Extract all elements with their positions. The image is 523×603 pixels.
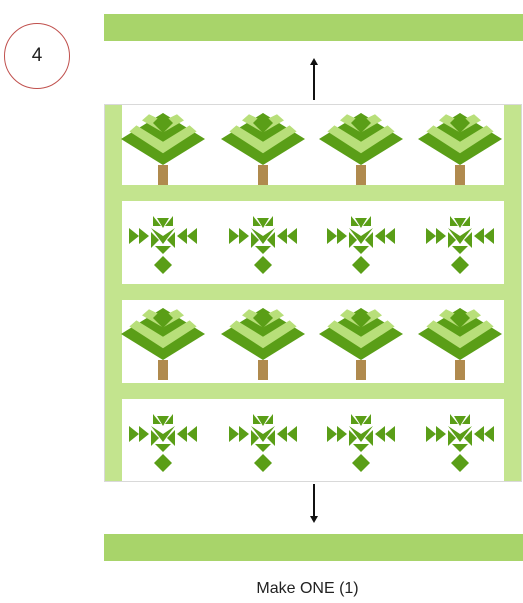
petal xyxy=(426,426,436,442)
petal xyxy=(353,444,369,452)
petal xyxy=(454,218,466,228)
tree-block xyxy=(418,308,502,380)
petal xyxy=(177,426,187,442)
flower-block xyxy=(129,414,197,472)
flower-diamond xyxy=(352,454,370,472)
tree-block xyxy=(121,113,205,185)
petal xyxy=(375,228,385,244)
petal xyxy=(257,416,269,426)
tree-trunk xyxy=(356,165,366,185)
horizontal-sashing-2 xyxy=(105,284,521,300)
tree-block xyxy=(221,113,305,185)
petal xyxy=(426,228,436,244)
petal xyxy=(287,228,297,244)
petal xyxy=(255,444,271,452)
tree-trunk xyxy=(455,165,465,185)
caption: Make ONE (1) xyxy=(0,580,523,598)
petal xyxy=(353,246,369,254)
petal xyxy=(255,246,271,254)
quilt-center xyxy=(104,104,522,482)
petal xyxy=(139,426,149,442)
petal xyxy=(327,426,337,442)
petal xyxy=(139,228,149,244)
flower-block xyxy=(229,414,297,472)
petal xyxy=(187,228,197,244)
bottom-border-strip xyxy=(104,534,523,561)
flower-block xyxy=(229,216,297,274)
petal xyxy=(157,416,169,426)
petal xyxy=(452,444,468,452)
down-arrow-icon xyxy=(313,484,315,517)
flower-block xyxy=(327,414,395,472)
petal xyxy=(327,228,337,244)
step-number: 4 xyxy=(32,45,43,67)
petal xyxy=(474,426,484,442)
petal xyxy=(484,228,494,244)
tree-block xyxy=(221,308,305,380)
petal xyxy=(187,426,197,442)
petal xyxy=(452,246,468,254)
petal xyxy=(257,218,269,228)
petal xyxy=(239,426,249,442)
flower-diamond xyxy=(254,256,272,274)
petal xyxy=(229,228,239,244)
petal xyxy=(355,218,367,228)
flower-block xyxy=(426,414,494,472)
petal xyxy=(229,426,239,442)
tree-block xyxy=(319,113,403,185)
flower-block xyxy=(129,216,197,274)
tree-trunk xyxy=(356,360,366,380)
petal xyxy=(177,228,187,244)
petal xyxy=(484,426,494,442)
petal xyxy=(385,426,395,442)
flower-diamond xyxy=(154,454,172,472)
petal xyxy=(375,426,385,442)
petal xyxy=(436,228,446,244)
petal xyxy=(277,228,287,244)
petal xyxy=(337,228,347,244)
step-number-badge: 4 xyxy=(4,23,70,89)
tree-trunk xyxy=(455,360,465,380)
tree-block xyxy=(319,308,403,380)
up-arrow-icon xyxy=(313,64,315,100)
horizontal-sashing-1 xyxy=(105,185,521,201)
petal xyxy=(474,228,484,244)
petal xyxy=(355,416,367,426)
flower-diamond xyxy=(451,454,469,472)
tree-block xyxy=(418,113,502,185)
petal xyxy=(129,228,139,244)
petal xyxy=(239,228,249,244)
tree-trunk xyxy=(158,360,168,380)
flower-diamond xyxy=(254,454,272,472)
tree-trunk xyxy=(158,165,168,185)
petal xyxy=(436,426,446,442)
flower-diamond xyxy=(451,256,469,274)
tree-block xyxy=(121,308,205,380)
petal xyxy=(385,228,395,244)
flower-block xyxy=(327,216,395,274)
petal xyxy=(277,426,287,442)
petal xyxy=(157,218,169,228)
quilt-diagram xyxy=(105,105,521,481)
petal xyxy=(155,444,171,452)
petal xyxy=(454,416,466,426)
petal xyxy=(155,246,171,254)
flower-diamond xyxy=(352,256,370,274)
petal xyxy=(337,426,347,442)
flower-block xyxy=(426,216,494,274)
petal xyxy=(129,426,139,442)
top-border-strip xyxy=(104,14,523,41)
horizontal-sashing-3 xyxy=(105,383,521,399)
tree-trunk xyxy=(258,165,268,185)
flower-diamond xyxy=(154,256,172,274)
tree-trunk xyxy=(258,360,268,380)
petal xyxy=(287,426,297,442)
